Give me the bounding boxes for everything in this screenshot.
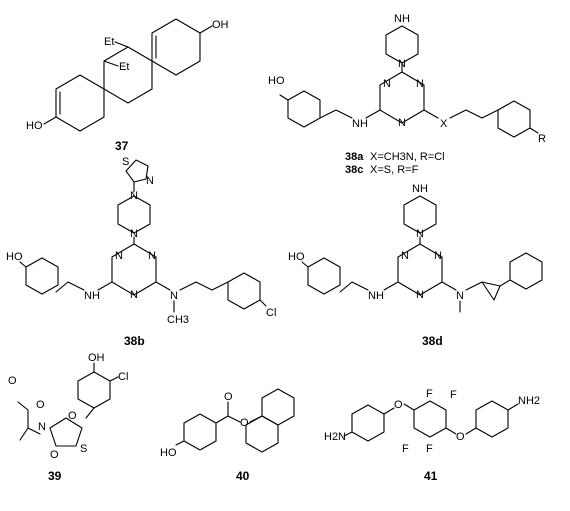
nh-link-38d: NH bbox=[368, 290, 384, 302]
n1-38d: N bbox=[401, 250, 409, 262]
compound-38b: S N N N N N N NH HO N CH3 Cl 38b bbox=[6, 156, 276, 348]
h2n-41: H2N bbox=[324, 431, 346, 443]
note-38c: X=S, R=F bbox=[370, 164, 419, 176]
ring-37-right bbox=[151, 18, 201, 76]
o-methoxy-39: O bbox=[8, 375, 17, 387]
label-37: 37 bbox=[115, 139, 129, 153]
o-ester-40: O bbox=[240, 417, 249, 429]
aryl-ring-39 bbox=[77, 371, 111, 409]
oh-37: OH bbox=[212, 19, 229, 31]
o-carbonyl-40: O bbox=[224, 391, 233, 403]
et-lower: Et bbox=[119, 61, 129, 73]
n3-38a: N bbox=[398, 117, 406, 129]
n-39: N bbox=[38, 421, 46, 433]
label-40: 40 bbox=[236, 469, 250, 483]
triazine-38a bbox=[379, 71, 425, 124]
triazine-38b bbox=[111, 243, 157, 296]
o-right-41: O bbox=[456, 431, 465, 443]
thiazole-38b bbox=[125, 159, 149, 183]
label-38d: 38d bbox=[422, 334, 443, 348]
n1-38a: N bbox=[383, 78, 391, 90]
phenyl-lower-40 bbox=[245, 415, 279, 453]
n2-38d: N bbox=[434, 250, 442, 262]
n2-38a: N bbox=[416, 78, 424, 90]
nh-link-38a: NH bbox=[352, 118, 368, 130]
ring-37-middle bbox=[103, 46, 153, 104]
s-39: S bbox=[80, 443, 87, 455]
phenol-ring-38b bbox=[25, 257, 59, 295]
n-thz-38b: N bbox=[146, 175, 154, 187]
n-me-38d: N bbox=[456, 290, 464, 302]
compound-38a-38c: NH N N N N NH HO X R 38a X=CH3N, R=Cl 38… bbox=[268, 13, 546, 176]
s-38b: S bbox=[122, 156, 129, 168]
n3-38b: N bbox=[130, 289, 138, 301]
r-38a: R bbox=[538, 133, 546, 145]
ho-38d: HO bbox=[288, 251, 305, 263]
f4-41: F bbox=[426, 443, 433, 455]
f3-41: F bbox=[402, 443, 409, 455]
n3-38d: N bbox=[416, 289, 424, 301]
thiazolidinedione-39 bbox=[49, 417, 83, 447]
oh-39: OH bbox=[88, 352, 105, 364]
label-38b: 38b bbox=[124, 334, 145, 348]
compound-38d: NH N N N N NH HO N 38d bbox=[288, 183, 543, 348]
id-38c: 38c bbox=[345, 164, 363, 176]
n-pip1-38b: N bbox=[130, 190, 138, 202]
f1-41: F bbox=[426, 388, 433, 400]
cl-38b: Cl bbox=[266, 307, 276, 319]
phenol-ring-38d bbox=[307, 257, 341, 295]
phenyl-upper-40 bbox=[261, 388, 295, 426]
nh-38a: NH bbox=[394, 13, 410, 25]
label-39: 39 bbox=[48, 469, 62, 483]
compound-40: HO O O 40 bbox=[160, 388, 295, 483]
phenol-ring-38a bbox=[287, 90, 321, 128]
ch3-38b: CH3 bbox=[167, 314, 189, 326]
benzoate-ring-40 bbox=[183, 413, 217, 451]
tetrafluoro-ring-41 bbox=[413, 400, 447, 438]
ho-38a: HO bbox=[268, 75, 285, 87]
cyclopropane-38d bbox=[481, 281, 501, 301]
ho-40: HO bbox=[160, 447, 177, 459]
nh-link-38b: NH bbox=[84, 290, 100, 302]
nh2-41: NH2 bbox=[518, 395, 540, 407]
compound-41: H2N O F F F F O NH2 41 bbox=[324, 388, 540, 483]
aniline-ring-right-41 bbox=[475, 400, 509, 438]
f2-41: F bbox=[450, 389, 457, 401]
compound-37: Et Et OH HO 37 bbox=[26, 18, 229, 153]
piperazine-38d bbox=[403, 195, 437, 234]
ho-38b: HO bbox=[6, 251, 23, 263]
nh-pip-38d: NH bbox=[412, 183, 428, 195]
phenyl-ring-38d bbox=[509, 252, 543, 290]
piperazine-38b bbox=[117, 195, 151, 234]
n2-38b: N bbox=[148, 250, 156, 262]
n1-38b: N bbox=[115, 250, 123, 262]
id-38a: 38a bbox=[345, 151, 364, 163]
triazine-38d bbox=[397, 243, 443, 296]
n-pip2-38b: N bbox=[130, 228, 138, 240]
ring-37-left bbox=[55, 74, 105, 132]
note-38a: X=CH3N, R=Cl bbox=[370, 151, 445, 163]
o-left-41: O bbox=[394, 399, 403, 411]
label-41: 41 bbox=[424, 469, 438, 483]
o-39-bottom: O bbox=[50, 449, 59, 461]
ho-37: HO bbox=[26, 120, 43, 132]
chloro-ring-38b bbox=[227, 272, 261, 310]
compound-39: OH Cl O S O N O O 39 bbox=[8, 352, 128, 483]
o-39-top: O bbox=[68, 410, 77, 422]
aniline-ring-left-41 bbox=[351, 404, 385, 442]
cl-39: Cl bbox=[118, 371, 128, 383]
o-ester-39: O bbox=[36, 399, 45, 411]
x-38a: X bbox=[440, 118, 448, 130]
n-pip-38d: N bbox=[416, 228, 424, 240]
et-upper: Et bbox=[104, 36, 114, 48]
aryl-ring-38a bbox=[497, 100, 531, 138]
n-me-38b: N bbox=[170, 290, 178, 302]
